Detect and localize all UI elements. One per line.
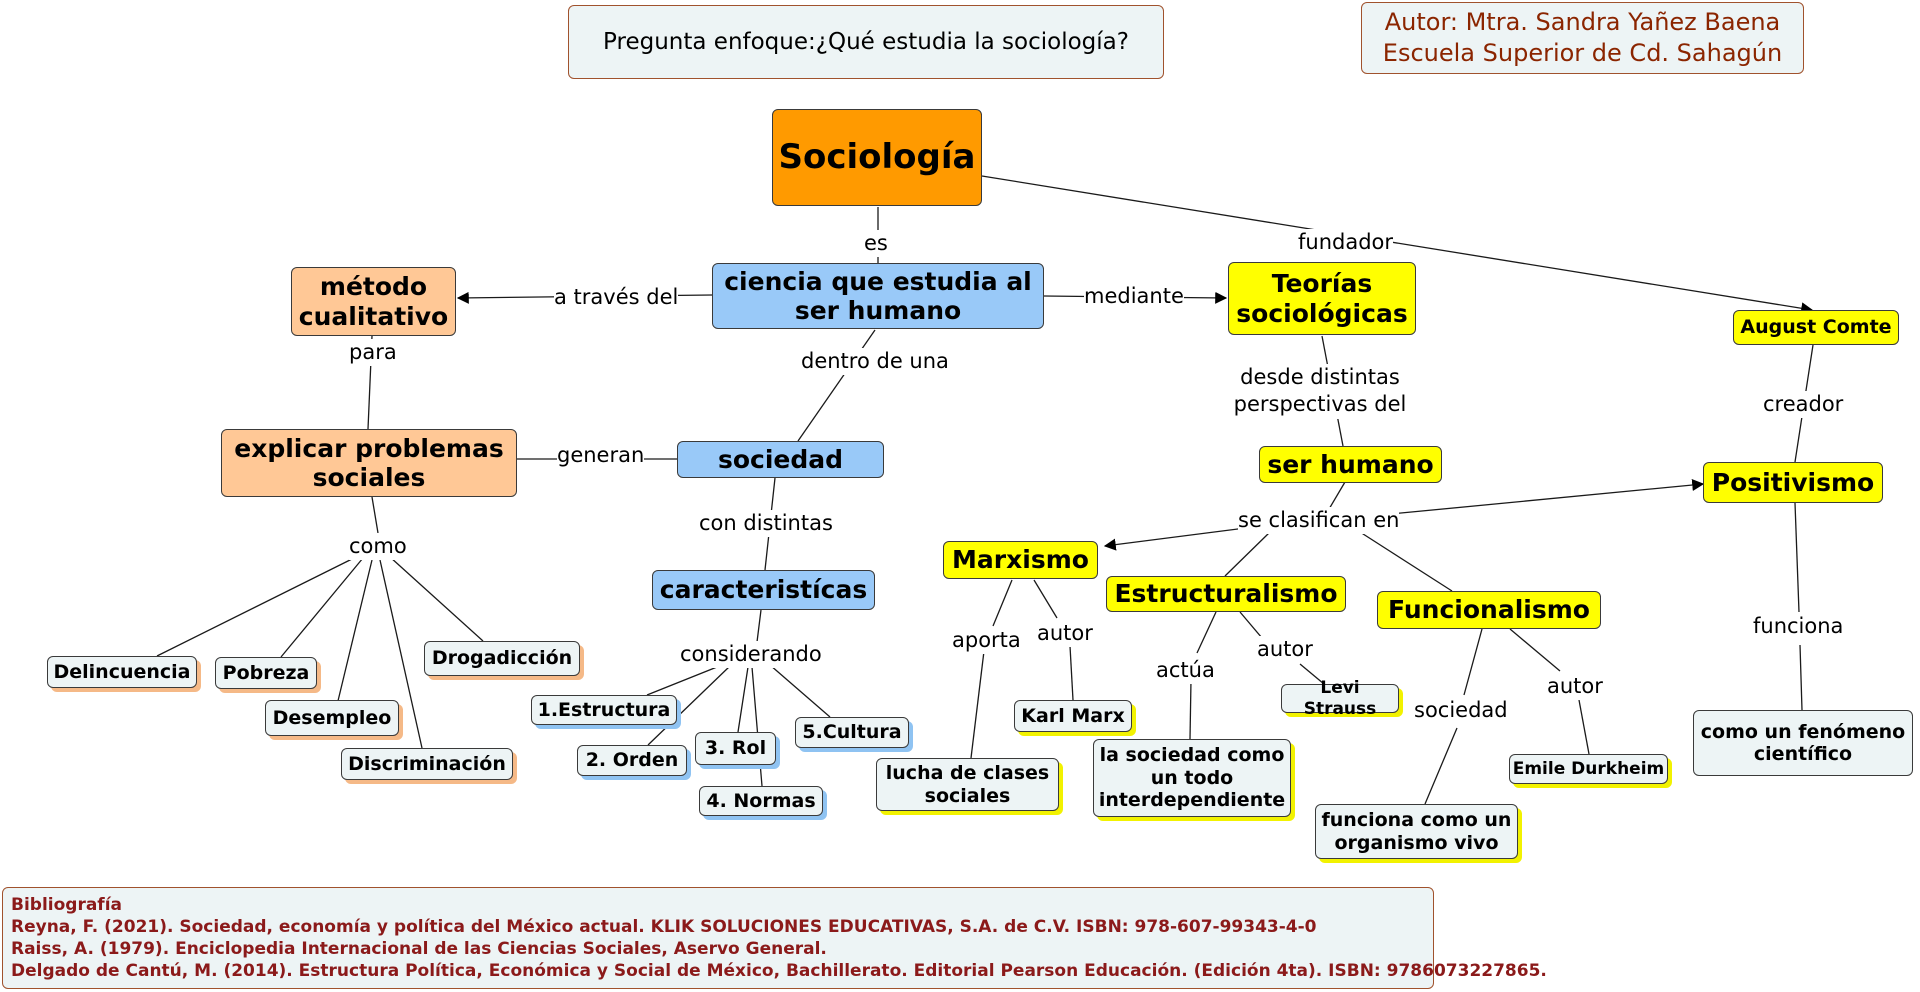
leaf-sociedad-todo[interactable]: la sociedad como un todo interdependient… [1093, 739, 1291, 817]
link-label-como: como [349, 533, 407, 561]
bibliography-title: Bibliografía [11, 895, 123, 915]
link-label-autor-durkheim: autor [1547, 673, 1603, 701]
link-label-fundador: fundador [1298, 229, 1394, 257]
leaf-rol[interactable]: 3. Rol [695, 732, 776, 765]
link-label-autor-marx: autor [1037, 620, 1093, 648]
focus-question-box: Pregunta enfoque:¿Qué estudia la sociolo… [568, 5, 1164, 79]
link-label-para: para [349, 339, 397, 367]
link-label-considerando: considerando [680, 641, 822, 669]
link-label-mediante: mediante [1084, 283, 1184, 311]
leaf-cultura[interactable]: 5.Cultura [795, 717, 909, 748]
node-ser-humano[interactable]: ser humano [1259, 446, 1442, 483]
link-label-a-traves-del: a través del [554, 284, 679, 312]
link-label-funciona: funciona [1753, 613, 1844, 641]
node-teorias-sociologicas[interactable]: Teorías sociológicas [1228, 262, 1416, 335]
leaf-fenomeno-cientifico[interactable]: como un fenómeno científico [1693, 710, 1913, 776]
leaf-lucha-de-clases[interactable]: lucha de clases sociales [876, 758, 1059, 811]
node-caracteristicas[interactable]: caracteristícas [652, 570, 875, 610]
leaf-orden[interactable]: 2. Orden [577, 745, 687, 776]
leaf-karl-marx[interactable]: Karl Marx [1014, 700, 1132, 732]
link-label-generan: generan [557, 442, 645, 470]
bibliography-entry-1: Reyna, F. (2021). Sociedad, economía y p… [11, 917, 1317, 937]
node-august-comte[interactable]: August Comte [1733, 310, 1899, 345]
node-estructuralismo[interactable]: Estructuralismo [1106, 576, 1346, 612]
node-sociedad[interactable]: sociedad [677, 441, 884, 478]
focus-question: Pregunta enfoque:¿Qué estudia la sociolo… [603, 29, 1129, 55]
link-label-dentro-de-una: dentro de una [801, 348, 949, 376]
link-label-aporta: aporta [952, 627, 1021, 655]
leaf-levi-strauss[interactable]: Levi Strauss [1281, 678, 1399, 719]
node-ciencia[interactable]: ciencia que estudia al ser humano [712, 263, 1044, 329]
node-positivismo[interactable]: Positivismo [1703, 462, 1883, 503]
leaf-normas[interactable]: 4. Normas [699, 786, 823, 816]
bibliography-box: Bibliografía Reyna, F. (2021). Sociedad,… [2, 887, 1547, 989]
leaf-emile-durkheim[interactable]: Emile Durkheim [1509, 754, 1668, 784]
leaf-pobreza[interactable]: Pobreza [215, 657, 317, 689]
node-funcionalismo[interactable]: Funcionalismo [1377, 591, 1601, 629]
bibliography-entry-3: Delgado de Cantú, M. (2014). Estructura … [11, 961, 1547, 981]
link-label-sociedad: sociedad [1414, 697, 1508, 725]
node-sociologia[interactable]: Sociología [772, 109, 982, 206]
node-explicar-problemas[interactable]: explicar problemas sociales [221, 429, 517, 497]
author-name: Autor: Mtra. Sandra Yañez Baena [1384, 7, 1781, 36]
leaf-delincuencia[interactable]: Delincuencia [47, 656, 197, 688]
leaf-desempleo[interactable]: Desempleo [265, 700, 399, 736]
link-label-desde-distintas: desde distintas perspectivas del [1229, 364, 1411, 419]
link-label-actua: actúa [1156, 657, 1215, 685]
school-name: Escuela Superior de Cd. Sahagún [1382, 39, 1783, 67]
bibliography-entry-2: Raiss, A. (1979). Enciclopedia Internaci… [11, 939, 827, 959]
link-label-creador: creador [1763, 391, 1844, 419]
link-label-se-clasifican-en: se clasifican en [1238, 507, 1400, 535]
node-metodo-cualitativo[interactable]: método cualitativo [291, 267, 456, 336]
node-marxismo[interactable]: Marxismo [943, 541, 1098, 579]
link-label-autor-strauss: autor [1257, 636, 1313, 664]
link-label-es: es [864, 230, 888, 258]
author-box: Autor: Mtra. Sandra Yañez Baena Escuela … [1361, 2, 1804, 74]
leaf-organismo-vivo[interactable]: funciona como un organismo vivo [1315, 804, 1518, 859]
leaf-drogadiccion[interactable]: Drogadicción [424, 641, 580, 676]
leaf-discriminacion[interactable]: Discriminación [341, 748, 513, 780]
link-label-con-distintas: con distintas [699, 510, 833, 538]
leaf-estructura[interactable]: 1.Estructura [531, 695, 677, 725]
